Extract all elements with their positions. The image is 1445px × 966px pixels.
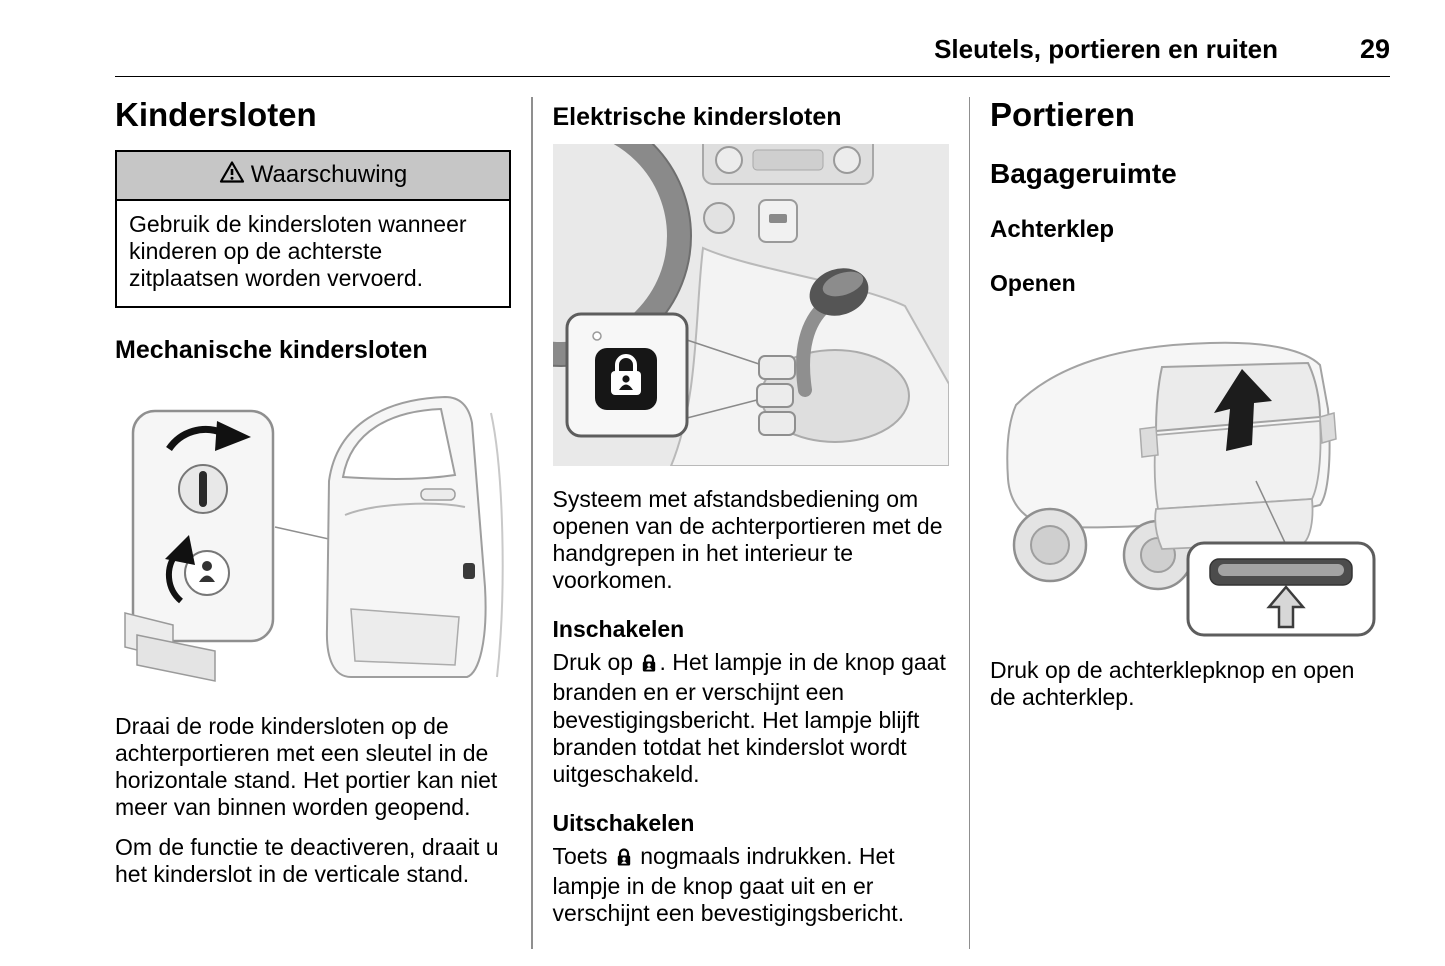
chapter-title: Sleutels, portieren en ruiten (934, 34, 1278, 64)
para-inschakelen: Druk op . Het lampje in de knop gaat bra… (553, 649, 949, 788)
para-uitschakelen: Toets nogmaals indrukken. Het lampje in … (553, 843, 949, 927)
childlock-button-inset (565, 312, 688, 438)
heading-portieren: Portieren (990, 96, 1135, 133)
heading-bagageruimte: Bagageruimte (990, 157, 1177, 189)
warning-header: Waarschuwing (117, 151, 509, 201)
column-electric-childlocks: Elektrische kindersloten (552, 95, 949, 949)
column-divider-1 (531, 97, 533, 949)
rear-door-illustration (325, 396, 504, 679)
enable-text-post: . Het lampje in de knop gaat branden en … (552, 649, 946, 787)
heading-kindersloten: Kindersloten (115, 96, 317, 133)
childlock-panel-magnified (124, 409, 275, 682)
page-number: 29 (1359, 34, 1390, 64)
para-tailgate: Druk op de achterklepknop en open de ach… (990, 656, 1355, 711)
disable-text-pre: Toets (552, 842, 614, 869)
page-header: Sleutels, portieren en ruiten 29 (115, 34, 1390, 77)
heading-elektrische-kindersloten: Elektrische kindersloten (552, 103, 842, 131)
heading-openen: Openen (990, 269, 1076, 296)
column-doors: Portieren Bagageruimte Achterklep Openen (990, 95, 1386, 949)
child-lock-icon (614, 846, 634, 873)
car-rear-illustration (1006, 341, 1337, 591)
heading-mechanische-kindersloten: Mechanische kindersloten (115, 336, 428, 365)
content-columns: Kindersloten Waarschuwing Gebruik de kin… (115, 95, 1390, 949)
tailgate-button-inset (1186, 541, 1376, 637)
heading-inschakelen: Inschakelen (552, 616, 685, 643)
warning-title: Waarschuwing (250, 161, 408, 189)
warning-box: Waarschuwing Gebruik de kindersloten wan… (115, 149, 511, 309)
figure-tailgate-open (990, 309, 1386, 639)
heading-achterklep: Achterklep (990, 215, 1115, 243)
figure-mechanical-childlock (115, 377, 511, 695)
warning-text: Gebruik de kindersloten wanneer kinderen… (129, 210, 467, 292)
tailgate-button-arrow-icon (1266, 585, 1306, 629)
warning-icon (219, 160, 245, 191)
para-electric-intro: Systeem met afstandsbediening om openen … (552, 485, 943, 594)
column-divider-2 (968, 97, 970, 949)
tailgate-open-arrow-icon (1214, 368, 1272, 451)
enable-text-pre: Druk op (552, 649, 640, 676)
heading-uitschakelen: Uitschakelen (552, 809, 695, 836)
para-childlock-2: Om de functie te deactiveren, draait u h… (115, 833, 499, 887)
header-rule (115, 76, 1390, 77)
column-childlocks: Kindersloten Waarschuwing Gebruik de kin… (115, 95, 511, 949)
para-childlock-1: Draai de rode kindersloten op de achterp… (115, 713, 498, 821)
child-lock-icon (639, 652, 659, 679)
disable-text-post: nogmaals indrukken. Het lampje in de kno… (552, 842, 905, 927)
figure-electric-childlock (552, 143, 949, 466)
